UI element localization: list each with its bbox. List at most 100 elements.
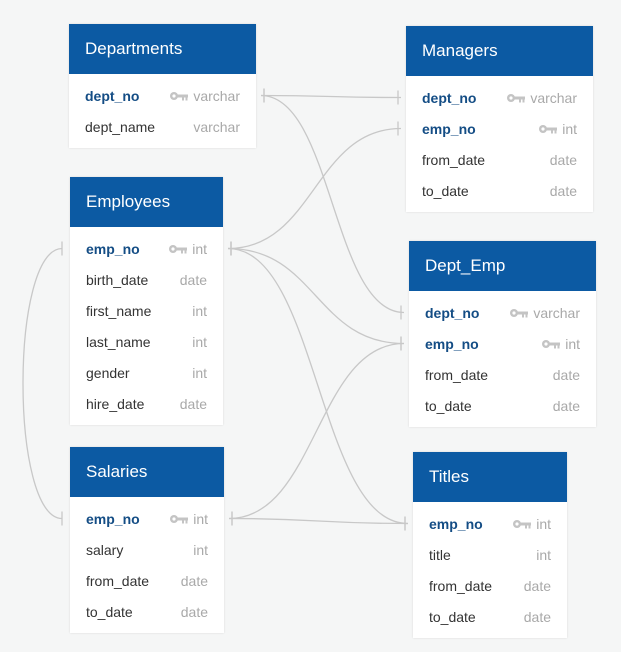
field-name: dept_no <box>425 304 480 321</box>
field-name: birth_date <box>86 271 149 288</box>
field-type: date <box>549 182 577 199</box>
field-name: to_date <box>425 397 472 414</box>
field-type: date <box>523 608 551 625</box>
table-title[interactable]: Salaries <box>70 447 224 497</box>
field-row[interactable]: to_date date <box>409 390 596 421</box>
field-name: emp_no <box>429 515 483 532</box>
field-type: varchar <box>193 118 240 135</box>
field-type: date <box>180 572 208 589</box>
field-name: hire_date <box>86 395 145 412</box>
field-row[interactable]: dept_no varchar <box>69 80 256 111</box>
field-row[interactable]: dept_no varchar <box>409 297 596 328</box>
field-name: dept_no <box>422 89 477 106</box>
field-name: from_date <box>86 572 150 589</box>
field-name: from_date <box>429 577 493 594</box>
field-row[interactable]: from_date date <box>70 565 224 596</box>
relationship-line <box>260 94 405 314</box>
field-type: int <box>192 364 207 381</box>
field-name: gender <box>86 364 130 381</box>
relationship-line <box>228 517 409 525</box>
relationship-line <box>260 94 402 99</box>
key-icon <box>169 244 188 253</box>
field-name: first_name <box>86 302 152 319</box>
field-row[interactable]: hire_date date <box>70 388 223 419</box>
field-name: dept_no <box>85 87 140 104</box>
table-dept-emp[interactable]: Dept_Emp dept_no varchar emp_no int from_date… <box>409 241 596 427</box>
field-row[interactable]: salary int <box>70 534 224 565</box>
relationship-line <box>228 342 405 520</box>
field-name: salary <box>86 541 124 558</box>
field-name: last_name <box>86 333 151 350</box>
field-type: varchar <box>193 87 240 104</box>
key-icon <box>510 308 529 317</box>
field-name: title <box>429 546 451 563</box>
field-row[interactable]: title int <box>413 539 567 570</box>
key-icon <box>170 514 189 523</box>
field-row[interactable]: first_name int <box>70 295 223 326</box>
field-name: to_date <box>86 603 133 620</box>
field-row[interactable]: emp_no int <box>406 113 593 144</box>
field-type: int <box>193 541 208 558</box>
field-row[interactable]: to_date date <box>413 601 567 632</box>
field-row[interactable]: birth_date date <box>70 264 223 295</box>
field-name: to_date <box>429 608 476 625</box>
table-title[interactable]: Dept_Emp <box>409 241 596 291</box>
table-title[interactable]: Departments <box>69 24 256 74</box>
field-row[interactable]: emp_no int <box>409 328 596 359</box>
table-title[interactable]: Employees <box>70 177 223 227</box>
field-type: date <box>179 395 207 412</box>
field-name: to_date <box>422 182 469 199</box>
field-name: emp_no <box>425 335 479 352</box>
key-icon <box>170 91 189 100</box>
field-row[interactable]: emp_no int <box>70 233 223 264</box>
field-type: int <box>565 335 580 352</box>
field-type: date <box>552 397 580 414</box>
field-name: from_date <box>422 151 486 168</box>
field-row[interactable]: from_date date <box>406 144 593 175</box>
field-type: date <box>179 271 207 288</box>
field-type: int <box>192 240 207 257</box>
field-type: int <box>192 333 207 350</box>
field-row[interactable]: to_date date <box>406 175 593 206</box>
field-type: date <box>523 577 551 594</box>
field-name: from_date <box>425 366 489 383</box>
field-row[interactable]: from_date date <box>413 570 567 601</box>
field-name: emp_no <box>422 120 476 137</box>
field-row[interactable]: gender int <box>70 357 223 388</box>
table-title[interactable]: Managers <box>406 26 593 76</box>
field-type: int <box>536 515 551 532</box>
key-icon <box>539 124 558 133</box>
field-name: emp_no <box>86 510 140 527</box>
field-row[interactable]: from_date date <box>409 359 596 390</box>
field-row[interactable]: emp_no int <box>413 508 567 539</box>
field-type: date <box>180 603 208 620</box>
field-row[interactable]: last_name int <box>70 326 223 357</box>
field-type: int <box>536 546 551 563</box>
field-row[interactable]: emp_no int <box>70 503 224 534</box>
field-type: date <box>549 151 577 168</box>
field-type: int <box>192 302 207 319</box>
relationship-line <box>227 247 409 525</box>
field-type: int <box>193 510 208 527</box>
field-type: varchar <box>533 304 580 321</box>
field-type: date <box>552 366 580 383</box>
table-title[interactable]: Titles <box>413 452 567 502</box>
field-type: int <box>562 120 577 137</box>
relationship-line <box>227 247 405 345</box>
field-name: emp_no <box>86 240 140 257</box>
key-icon <box>507 93 526 102</box>
field-row[interactable]: to_date date <box>70 596 224 627</box>
